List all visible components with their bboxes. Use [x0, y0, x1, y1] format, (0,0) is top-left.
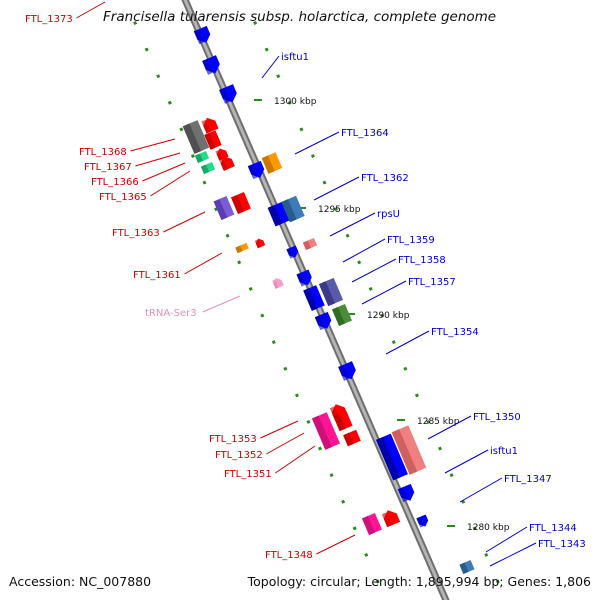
inner-guide-right: [243, 0, 508, 600]
gene-arrow: [314, 311, 332, 331]
gene-block: [302, 237, 318, 251]
gene-label-right: FTL_1362: [361, 173, 409, 184]
accession-text: Accession: NC_007880: [9, 574, 152, 589]
gene-label-right: FTL_1359: [387, 235, 435, 246]
leader-line: [266, 432, 305, 455]
gene-block: [235, 242, 249, 254]
gene-label-right: FTL_1350: [473, 412, 521, 423]
scale-tick-label: 1280 kbp: [467, 523, 510, 533]
gene-label-right: isftu1: [281, 52, 309, 63]
leader-line: [489, 542, 537, 567]
leader-line: [202, 295, 241, 313]
genome-title: Francisella tularensis subsp. holarctica…: [103, 9, 497, 25]
leader-line: [427, 415, 472, 440]
leader-line: [444, 449, 489, 474]
leader-line: [294, 131, 340, 155]
gene-label-left: tRNA-Ser3: [145, 308, 197, 319]
leader-line: [275, 445, 316, 474]
gene-block: [261, 152, 283, 174]
leader-line: [385, 330, 430, 355]
gene-block: [362, 512, 382, 536]
gene-label-left: FTL_1361: [133, 270, 181, 281]
gene-block: [311, 412, 341, 450]
leader-line: [260, 420, 299, 439]
gene-arrow: [338, 361, 356, 381]
gene-label-right: FTL_1357: [408, 277, 456, 288]
gene-block: [333, 410, 353, 432]
gene-block: [194, 150, 210, 164]
leader-line: [142, 162, 186, 182]
scale-tick-label: 1285 kbp: [417, 417, 460, 427]
gene-block: [303, 285, 325, 311]
gene-arrow: [202, 55, 220, 75]
leader-line: [76, 1, 106, 19]
gene-block: [231, 191, 251, 215]
gene-block: [318, 277, 344, 307]
gene-label-right: FTL_1347: [504, 474, 552, 485]
gene-label-left: FTL_1365: [99, 192, 147, 203]
gene-label-right: FTL_1344: [529, 523, 577, 534]
gene-arrow: [201, 117, 219, 134]
leader-line: [459, 477, 503, 503]
gene-label-right: FTL_1358: [398, 255, 446, 266]
gene-label-left: FTL_1367: [84, 162, 132, 173]
gene-arrow: [381, 510, 401, 528]
leader-line: [163, 211, 206, 233]
gene-arrow: [296, 269, 312, 287]
leader-line: [261, 55, 280, 79]
gene-label-left: FTL_1366: [91, 177, 139, 188]
leader-line: [485, 526, 528, 553]
inner-guide-left: [123, 0, 388, 600]
gene-label-left: FTL_1353: [209, 434, 257, 445]
gene-label-right: isftu1: [490, 446, 518, 457]
gene-arrow: [397, 483, 415, 503]
leader-line: [361, 280, 407, 305]
gene-label-left: FTL_1368: [79, 147, 127, 158]
gene-label-left: FTL_1373: [25, 14, 73, 25]
gene-label-right: rpsU: [377, 209, 400, 220]
gene-label-right: FTL_1354: [431, 327, 479, 338]
gene-block: [332, 303, 352, 327]
gene-label-right: FTL_1364: [341, 128, 389, 139]
leader-line: [329, 212, 376, 237]
leader-line: [130, 138, 176, 152]
gene-arrow: [219, 156, 235, 171]
gene-arrow: [286, 245, 299, 259]
gene-arrow: [247, 160, 265, 180]
gene-arrow: [272, 278, 284, 289]
gene-arrow: [193, 25, 211, 45]
gene-label-left: FTL_1348: [265, 550, 313, 561]
gene-label-left: FTL_1351: [224, 469, 272, 480]
gene-label-left: FTL_1363: [112, 228, 160, 239]
gene-arrow: [416, 514, 429, 528]
leader-line: [313, 176, 360, 201]
gene-arrow: [219, 84, 237, 104]
gene-block: [459, 560, 475, 574]
gene-block: [213, 196, 235, 220]
leader-line: [135, 152, 181, 167]
leader-line: [150, 170, 191, 197]
leader-line: [342, 238, 386, 263]
gene-arrow: [254, 238, 266, 249]
gene-label-right: FTL_1343: [538, 539, 586, 550]
leader-line: [184, 252, 223, 275]
gene-block: [281, 195, 305, 223]
scale-tick-label: 1300 kbp: [274, 97, 317, 107]
leader-line: [316, 534, 356, 555]
gene-block: [376, 433, 408, 481]
gene-block: [200, 161, 216, 175]
leader-line: [351, 258, 397, 283]
gene-label-left: FTL_1352: [215, 450, 263, 461]
genome-summary-text: Topology: circular; Length: 1,895,994 bp…: [247, 574, 591, 589]
gene-block: [391, 425, 427, 475]
scale-tick-label: 1290 kbp: [367, 311, 410, 321]
scale-tick-label: 1295 kbp: [318, 205, 361, 215]
gene-block: [182, 120, 210, 154]
gene-block: [204, 130, 222, 150]
gene-block: [343, 429, 361, 447]
